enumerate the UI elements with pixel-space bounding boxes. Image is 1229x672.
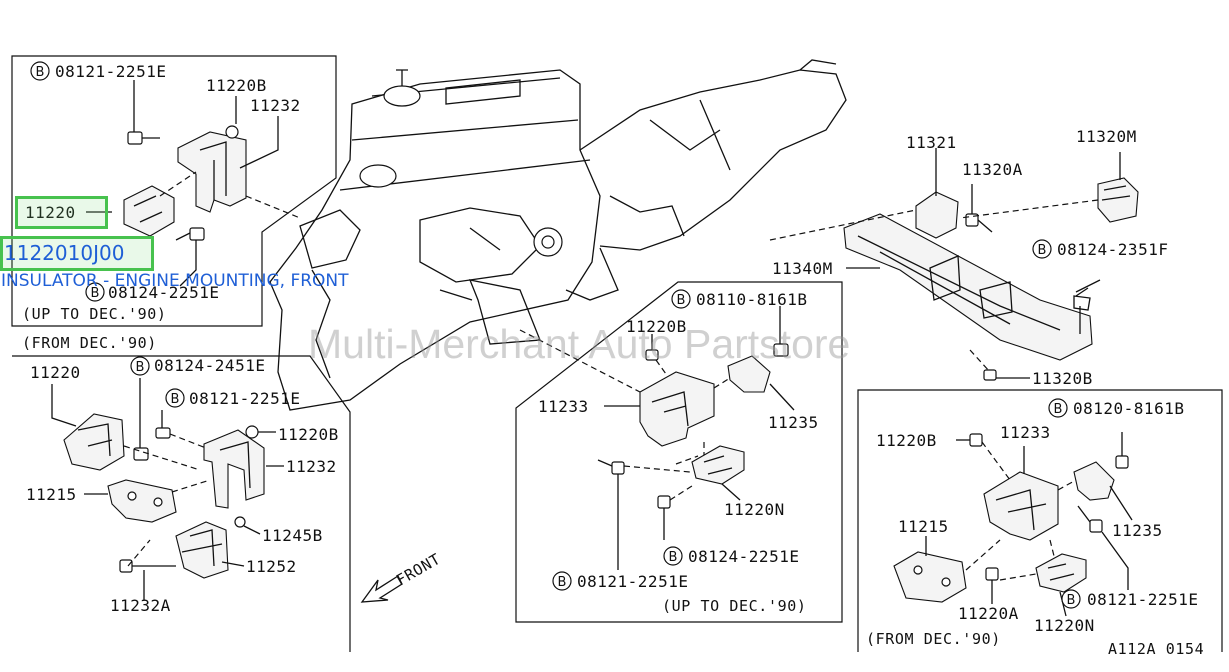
label-center-nut[interactable]: 11220B <box>626 317 687 336</box>
label-right-top-bolt-b[interactable]: 08124-2351F <box>1057 240 1168 259</box>
label-top-left-bolt-top[interactable]: 08121-2251E <box>55 62 166 81</box>
label-left-lower-nut[interactable]: 11220B <box>278 425 339 444</box>
label-left-lower-bolt-b[interactable]: 08121-2251E <box>189 389 300 408</box>
svg-text:B: B <box>36 65 45 80</box>
label-left-lower-insulator[interactable]: 11220 <box>30 363 81 382</box>
circled-b-markers: B B B B B B B B B B <box>30 61 1081 609</box>
label-left-lower-plate[interactable]: 11215 <box>26 485 77 504</box>
label-top-left-bracket[interactable]: 11232 <box>250 96 301 115</box>
label-top-left-nut[interactable]: 11220B <box>206 76 267 95</box>
label-right-bracket-b[interactable]: 11235 <box>1112 521 1163 540</box>
label-center-insulator[interactable]: 11220N <box>724 500 785 519</box>
svg-text:B: B <box>91 286 100 301</box>
frame-left-lower <box>12 355 351 652</box>
svg-text:B: B <box>1054 402 1063 417</box>
highlight-description: INSULATOR - ENGINE MOUNTING, FRONT <box>1 271 349 291</box>
label-left-lower-part[interactable]: 11252 <box>246 557 297 576</box>
note-center: (UP TO DEC.'90) <box>662 597 806 615</box>
label-top-left-bolt-bottom[interactable]: 08124-2251E <box>108 283 219 302</box>
note-top-left: (UP TO DEC.'90) <box>22 305 166 323</box>
label-left-lower-nut-b[interactable]: 11245B <box>262 526 323 545</box>
label-left-lower-bolt-a[interactable]: 08124-2451E <box>154 356 265 375</box>
label-center-bracket-b[interactable]: 11235 <box>768 413 819 432</box>
label-right-top-insulator[interactable]: 11320M <box>1076 127 1137 146</box>
label-right-bolt-a[interactable]: 11220A <box>958 604 1019 623</box>
figure-code: A112A 0154 <box>1108 640 1204 658</box>
note-left-lower: (FROM DEC.'90) <box>22 334 157 352</box>
label-center-bracket[interactable]: 11233 <box>538 397 589 416</box>
label-right-plate[interactable]: 11215 <box>898 517 949 536</box>
label-left-lower-bracket[interactable]: 11232 <box>286 457 337 476</box>
label-right-bolt-b[interactable]: 08121-2251E <box>1087 590 1198 609</box>
watermark: Multi-Merchant Auto Partstore <box>308 321 851 367</box>
frame-center <box>515 281 843 623</box>
center-parts <box>519 306 795 570</box>
frame-right <box>857 389 1223 652</box>
svg-text:B: B <box>669 550 678 565</box>
note-right: (FROM DEC.'90) <box>866 630 1001 648</box>
label-center-bolt-b[interactable]: 08121-2251E <box>577 572 688 591</box>
right-top-parts <box>769 148 1139 381</box>
frame-top-left <box>11 55 337 327</box>
label-right-top-member[interactable]: 11340M <box>772 259 833 278</box>
svg-text:B: B <box>136 360 145 375</box>
highlight-box-callout[interactable] <box>15 196 108 229</box>
right-box-parts <box>893 432 1133 617</box>
svg-text:B: B <box>1038 243 1047 258</box>
svg-text:B: B <box>1067 593 1076 608</box>
front-arrow <box>360 575 403 603</box>
highlight-box-part-number[interactable] <box>0 236 154 271</box>
label-right-top-nut[interactable]: 11320B <box>1032 369 1093 388</box>
highlight-part-number[interactable]: 1122010J00 <box>4 241 125 265</box>
label-top-left-insulator[interactable]: 11220 <box>25 203 76 222</box>
label-right-top-mount[interactable]: 11321 <box>906 133 957 152</box>
label-right-bolt-top[interactable]: 08120-8161B <box>1073 399 1184 418</box>
svg-text:B: B <box>171 392 180 407</box>
top-left-parts <box>86 80 301 287</box>
label-right-top-bolt[interactable]: 11320A <box>962 160 1023 179</box>
svg-text:B: B <box>677 293 686 308</box>
front-label: FRONT <box>393 550 444 590</box>
label-right-insulator[interactable]: 11220N <box>1034 616 1095 635</box>
label-right-nut[interactable]: 11220B <box>876 431 937 450</box>
label-left-lower-bolt-c[interactable]: 11232A <box>110 596 171 615</box>
engine-drawing <box>269 59 847 411</box>
label-center-bolt-top[interactable]: 08110-8161B <box>696 290 807 309</box>
label-center-bolt-a[interactable]: 08124-2251E <box>688 547 799 566</box>
svg-text:B: B <box>558 575 567 590</box>
left-lower-parts <box>51 378 284 600</box>
label-right-bracket[interactable]: 11233 <box>1000 423 1051 442</box>
